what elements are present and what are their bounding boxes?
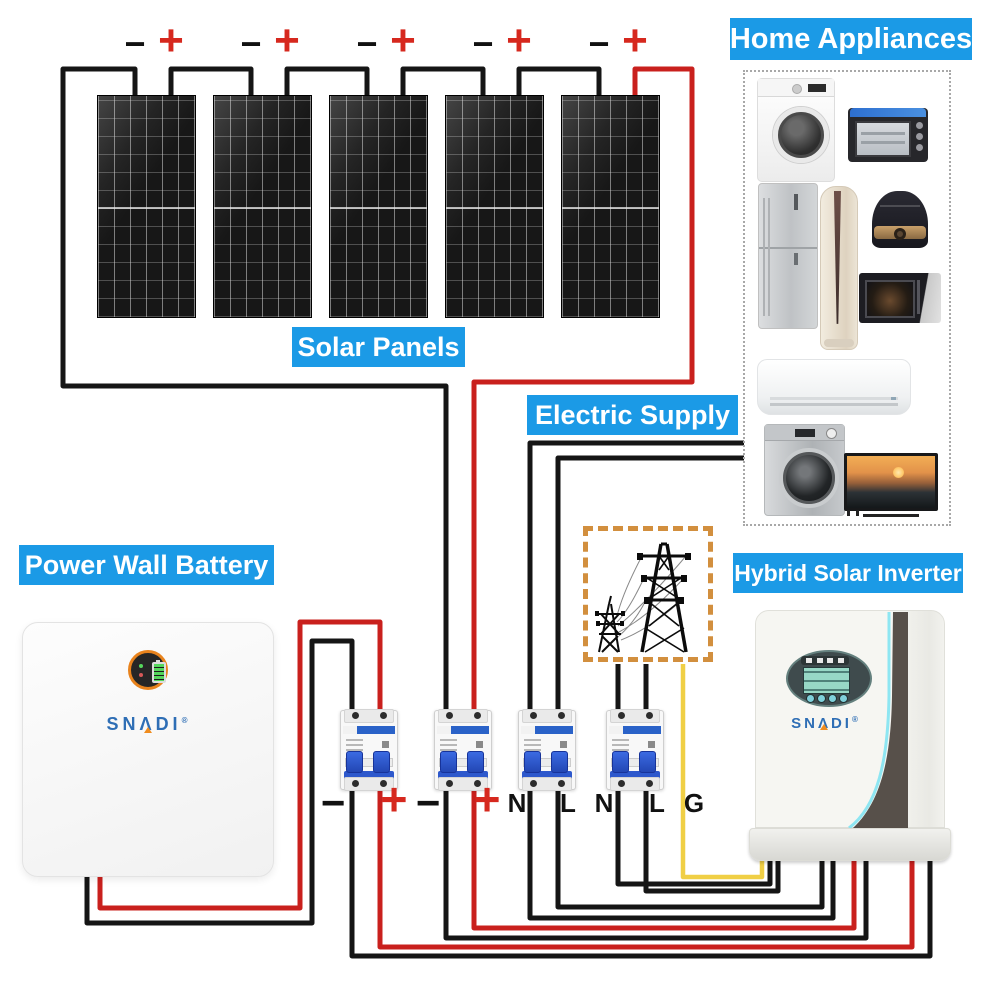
- transmission-towers-icon: [595, 542, 691, 653]
- wire-panel-link-3: [400, 66, 486, 100]
- electric-supply-label: Electric Supply: [527, 395, 738, 435]
- battery-indicator-icon: [128, 650, 168, 690]
- wire-pv-positive-main: [471, 66, 695, 716]
- panel-terminal-minus-label: −: [472, 23, 494, 64]
- inverter-button: [828, 694, 837, 703]
- breaker-terminal-label-−: −: [320, 779, 346, 826]
- home-appliances-box: [743, 70, 951, 526]
- inverter-side-accent: [848, 612, 908, 828]
- wire-ac-l-inverter: [555, 786, 825, 910]
- television-icon: [844, 453, 938, 517]
- panel-terminal-minus-label: −: [356, 23, 378, 64]
- wire-ac-out-n-appliances: [527, 440, 744, 716]
- breaker-terminal-label-L: L: [649, 788, 665, 818]
- solar-panel-1: [97, 95, 196, 318]
- solar-panel-2: [213, 95, 312, 318]
- circuit-breaker-2: [434, 709, 492, 791]
- breaker-terminal-label-N: N: [507, 788, 527, 818]
- breaker-terminal-label-N: N: [594, 788, 614, 818]
- front-load-washer-icon: [757, 78, 835, 182]
- breaker-terminal-label-L: L: [560, 788, 576, 818]
- solar-panel-3: [329, 95, 428, 318]
- wire-battery-negative: [84, 638, 355, 926]
- toaster-oven-icon: [848, 108, 928, 162]
- wire-battery-positive: [97, 619, 383, 911]
- panel-terminal-minus-label: −: [240, 23, 262, 64]
- panel-terminal-plus-label: +: [506, 16, 532, 65]
- wire-pv-negative-main: [60, 66, 449, 716]
- wire-grid-n-inverter: [615, 786, 773, 887]
- breaker-terminal-label-+: +: [380, 773, 408, 825]
- panel-terminal-minus-label: −: [124, 23, 146, 64]
- wire-ground-wire: [680, 664, 765, 880]
- inverter-button: [806, 694, 815, 703]
- wire-grid-l-inverter: [643, 786, 781, 894]
- power-wall-battery-label: Power Wall Battery: [19, 545, 274, 585]
- panel-terminal-plus-label: +: [622, 16, 648, 65]
- floor-standing-ac-icon: [820, 186, 858, 350]
- breaker-terminal-label-+: +: [473, 773, 501, 825]
- home-appliances-label: Home Appliances: [730, 18, 972, 60]
- breaker-terminal-label-−: −: [415, 779, 441, 826]
- circuit-breaker-4: [606, 709, 664, 791]
- refrigerator-icon: [758, 183, 818, 329]
- inverter-button: [839, 694, 848, 703]
- electric-supply-box: [583, 526, 713, 662]
- wire-panel-link-2: [284, 66, 370, 100]
- panel-terminal-plus-label: +: [158, 16, 184, 65]
- breaker-terminal-label-G: G: [683, 788, 705, 818]
- microwave-oven-icon: [859, 273, 941, 323]
- inverter-base: [749, 828, 951, 861]
- panel-terminal-plus-label: +: [390, 16, 416, 65]
- wire-panel-link-1: [168, 66, 254, 100]
- wire-ac-out-l-appliances: [555, 455, 744, 716]
- silver-front-load-washer-icon: [764, 424, 845, 516]
- inverter-led-row: [801, 656, 849, 665]
- circuit-breaker-3: [518, 709, 576, 791]
- solar-panel-5: [561, 95, 660, 318]
- solar-panel-4: [445, 95, 544, 318]
- wire-battery-neg-inverter: [349, 786, 933, 959]
- wire-pv-pos-inverter: [471, 786, 857, 931]
- panel-terminal-minus-label: −: [588, 23, 610, 64]
- wire-pv-neg-inverter: [443, 786, 869, 941]
- inverter-lcd-screen: [803, 667, 850, 694]
- wire-panel-link-4: [516, 66, 602, 100]
- hybrid-solar-inverter-label: Hybrid Solar Inverter: [733, 553, 963, 593]
- inverter-button: [817, 694, 826, 703]
- rice-cooker-icon: [872, 191, 928, 248]
- wire-ac-n-inverter: [527, 786, 836, 921]
- wire-battery-pos-inverter: [377, 786, 915, 950]
- panel-terminal-plus-label: +: [274, 16, 300, 65]
- solar-panels-label: Solar Panels: [292, 327, 465, 367]
- split-ac-icon: [757, 359, 911, 415]
- hybrid-inverter-unit: [755, 610, 945, 828]
- circuit-breaker-1: [340, 709, 398, 791]
